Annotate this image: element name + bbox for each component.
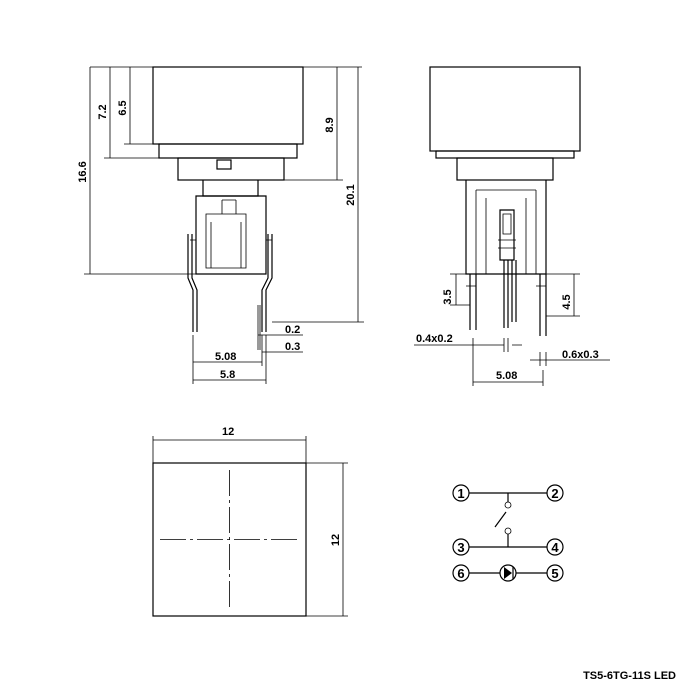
front-lead-1 (469, 274, 477, 330)
dim-12-height: 12 (330, 534, 342, 546)
dim-0-2: 0.2 (285, 324, 300, 336)
dim-0-3: 0.3 (285, 341, 300, 353)
schematic: 1 2 3 4 6 5 (452, 484, 564, 582)
led-arrow-icon (504, 567, 512, 579)
dim-8-9: 8.9 (324, 117, 336, 132)
front-flange (435, 150, 575, 159)
dim-6-5: 6.5 (117, 100, 129, 115)
front-base (465, 180, 547, 275)
front-cap (429, 66, 581, 152)
dim-0-4x0-2: 0.4x0.2 (416, 333, 453, 345)
dim-5-08-side: 5.08 (215, 351, 236, 363)
dim-12-width: 12 (222, 426, 234, 438)
side-lead-right (261, 234, 269, 332)
switch-contact (494, 511, 507, 528)
front-lead-2 (539, 274, 547, 336)
dim-5-8: 5.8 (220, 369, 235, 381)
top-view: 12 12 (152, 426, 348, 617)
side-body (177, 157, 285, 181)
pin-5-label: 5 (551, 566, 558, 581)
top-square (152, 462, 307, 617)
dim-16-6: 16.6 (77, 161, 89, 182)
side-base (195, 195, 267, 275)
dim-4-5: 4.5 (561, 294, 573, 309)
dim-0-6x0-3: 0.6x0.3 (562, 349, 599, 361)
pin-3-label: 3 (457, 540, 464, 555)
dim-5-08-front: 5.08 (496, 370, 517, 382)
side-cap (152, 66, 304, 145)
top-centerlines (160, 470, 299, 609)
part-label: TS5-6TG-11S LED (583, 670, 676, 682)
side-led-window (216, 159, 232, 170)
pin-6-label: 6 (457, 566, 464, 581)
pin-4-label: 4 (551, 540, 559, 555)
dim-7-2: 7.2 (97, 104, 109, 119)
front-body (456, 157, 554, 181)
side-stem (202, 180, 259, 197)
front-lead-led-a (503, 260, 509, 328)
front-view: 3.5 4.5 0.4x0.2 0.6x0.3 5.08 (414, 66, 610, 386)
pin-1-label: 1 (457, 486, 464, 501)
pin-2-label: 2 (551, 486, 558, 501)
side-view: 16.6 7.2 6.5 8.9 20.1 0.2 0.3 5.08 5.8 (77, 66, 364, 384)
dim-20-1: 20.1 (345, 184, 357, 205)
side-lead-left (187, 234, 194, 332)
side-flange (158, 143, 298, 159)
dim-3-5: 3.5 (442, 289, 454, 304)
